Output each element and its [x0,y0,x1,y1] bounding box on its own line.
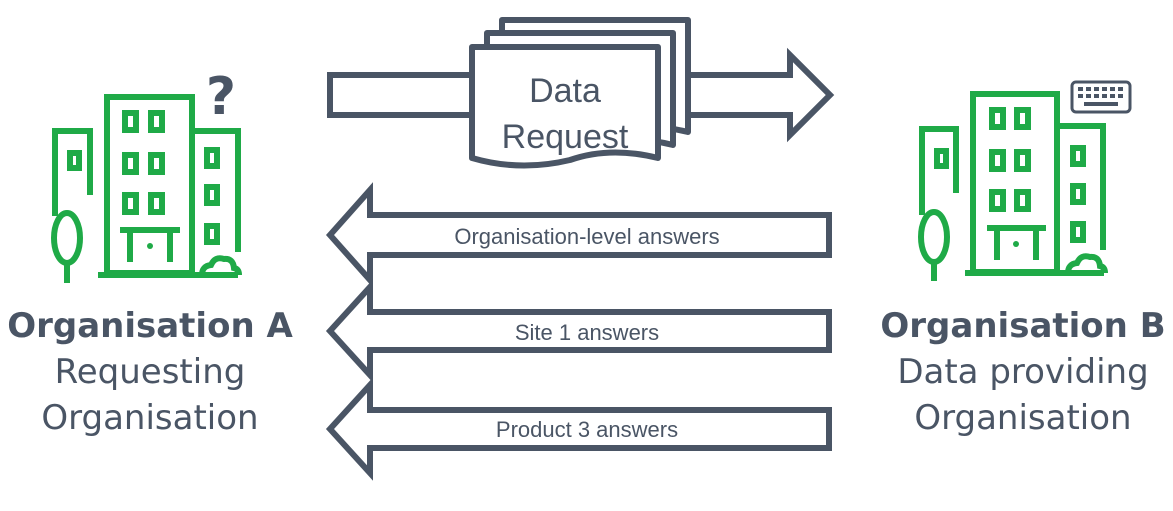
organisation-b-name: Organisation B [880,306,1166,346]
request-title-line1: Data [529,72,601,110]
organisation-a-name: Organisation A [7,306,293,346]
answers-arrow-1 [325,182,832,288]
building-b-icon [918,91,1108,281]
organisation-b-role-line1: Data providing [897,352,1149,392]
organisation-b-label: Organisation B Data providing Organisati… [873,303,1173,441]
answers-arrow-3 [325,377,832,481]
answers-label-2: Site 1 answers [515,320,659,345]
answers-label-3: Product 3 answers [496,417,678,442]
organisation-a-label: Organisation A Requesting Organisation [0,303,300,441]
building-a-icon [51,94,242,283]
document-stack-icon [469,17,691,169]
question-mark-icon: ? [206,67,236,127]
organisation-a-role-line1: Requesting [54,352,246,392]
keyboard-icon [1070,80,1132,114]
request-title-line2: Request [502,118,629,156]
organisation-b-role-line2: Organisation [914,398,1132,438]
door-knob-icon [1013,241,1019,247]
answers-label-1: Organisation-level answers [454,224,719,249]
organisation-a-role-line2: Organisation [41,398,259,438]
door-knob-icon [147,243,153,249]
answers-arrow-2 [325,279,832,383]
